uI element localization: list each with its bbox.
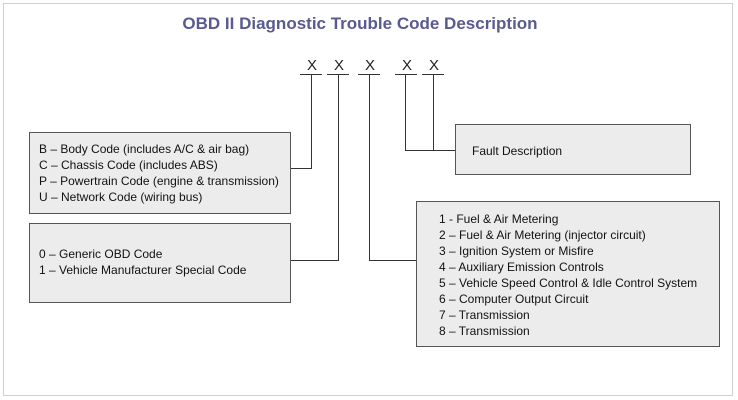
system-code-line-2: C – Chassis Code (includes ABS): [39, 158, 218, 172]
fault-description-box: Fault Description: [455, 124, 691, 175]
subsystem-line-2: 2 – Fuel & Air Metering (injector circui…: [439, 228, 646, 242]
code-position-3: X: [364, 57, 375, 74]
connector-fault-horizontal: [405, 150, 456, 151]
code-underline-4: [395, 74, 417, 75]
connector-subsystem-vertical: [369, 75, 370, 261]
code-underline-5: [422, 74, 444, 75]
code-underline-2: [327, 74, 349, 75]
code-type-line-2: 1 – Vehicle Manufacturer Special Code: [39, 263, 247, 277]
system-code-box: B – Body Code (includes A/C & air bag) C…: [29, 132, 291, 214]
subsystem-line-7: 7 – Transmission: [439, 308, 530, 322]
system-code-line-4: U – Network Code (wiring bus): [39, 190, 203, 204]
connector-fault-vertical-2: [433, 75, 434, 151]
code-underline-3: [358, 74, 380, 75]
subsystem-line-5: 5 – Vehicle Speed Control & Idle Control…: [439, 276, 698, 290]
connector-fault-vertical-1: [405, 75, 406, 151]
connector-code-type-vertical: [338, 75, 339, 261]
connector-system-vertical: [311, 75, 312, 169]
code-position-1: X: [306, 57, 317, 74]
subsystem-line-4: 4 – Auxiliary Emission Controls: [439, 260, 604, 274]
code-position-2: X: [333, 57, 344, 74]
subsystem-line-6: 6 – Computer Output Circuit: [439, 292, 589, 306]
subsystem-line-3: 3 – Ignition System or Misfire: [439, 244, 594, 258]
system-code-line-1: B – Body Code (includes A/C & air bag): [39, 142, 250, 156]
diagram-title: OBD II Diagnostic Trouble Code Descripti…: [182, 14, 538, 33]
code-type-line-1: 0 – Generic OBD Code: [39, 247, 163, 261]
subsystem-line-8: 8 – Transmission: [439, 324, 530, 338]
subsystem-code-box: 1 - Fuel & Air Metering 2 – Fuel & Air M…: [416, 201, 720, 347]
code-position-5: X: [428, 57, 439, 74]
code-type-box: 0 – Generic OBD Code 1 – Vehicle Manufac…: [29, 223, 291, 303]
connector-subsystem-horizontal: [369, 260, 417, 261]
subsystem-line-1: 1 - Fuel & Air Metering: [439, 212, 559, 226]
system-code-line-3: P – Powertrain Code (engine & transmissi…: [39, 174, 279, 188]
connector-system-horizontal: [291, 168, 312, 169]
fault-description-line: Fault Description: [472, 144, 563, 158]
code-underline-1: [300, 74, 322, 75]
code-position-4: X: [401, 57, 412, 74]
connector-code-type-horizontal: [291, 260, 339, 261]
